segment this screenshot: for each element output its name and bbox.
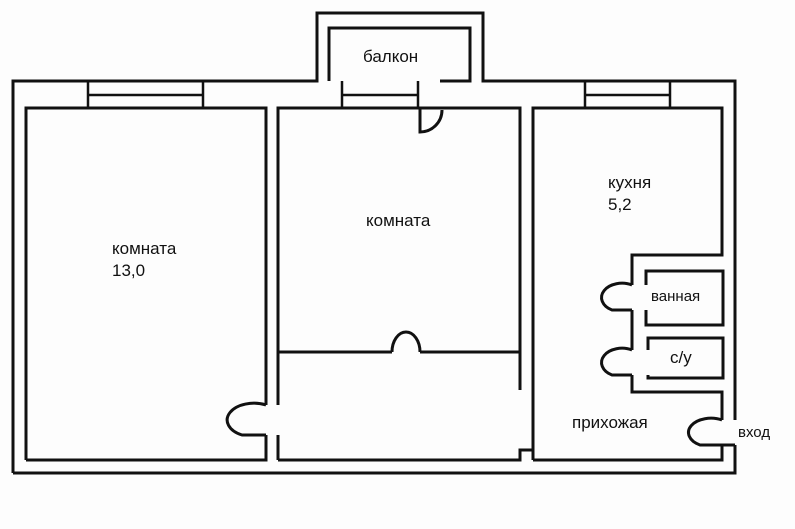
bathroom-label: ванная	[651, 288, 701, 305]
kitchen-walls	[531, 106, 724, 462]
room2-label: комната	[366, 211, 431, 230]
bathroom-walls	[644, 269, 725, 327]
room1-walls	[24, 106, 268, 462]
room1-label: комната	[112, 239, 177, 258]
balcony-label: балкон	[363, 47, 419, 66]
kitchen-label: кухня	[608, 173, 652, 192]
entrance-label: вход	[738, 424, 771, 441]
toilet-walls	[646, 336, 725, 380]
hall-label: прихожая	[572, 413, 648, 432]
room2-walls	[276, 106, 522, 460]
kitchen-area: 5,2	[608, 195, 632, 214]
room1-area: 13,0	[112, 261, 146, 280]
outer-wall	[11, 11, 737, 475]
toilet-label: с/у	[670, 348, 692, 367]
windows	[86, 81, 672, 108]
hall-bottom-wall	[278, 448, 535, 462]
door-arcs	[225, 108, 735, 447]
balcony-inner-wall	[327, 26, 472, 83]
